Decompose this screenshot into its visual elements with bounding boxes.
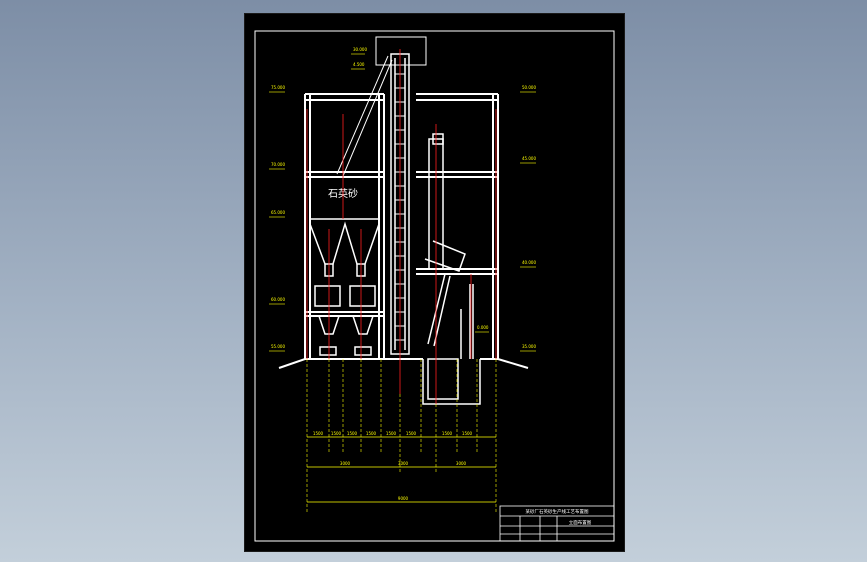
title-block xyxy=(499,505,615,542)
dim-seg-1: 1500 xyxy=(313,431,324,436)
dim-seg-4: 1500 xyxy=(366,431,377,436)
dim-span-3: 3000 xyxy=(456,461,467,466)
elev-right-4: 35.000 xyxy=(522,344,536,349)
dim-seg-5: 1500 xyxy=(386,431,397,436)
dimension-lines xyxy=(307,436,496,503)
dim-seg-2: 1500 xyxy=(331,431,342,436)
left-building-structure xyxy=(304,93,385,359)
elev-top-1: 30.000 xyxy=(353,47,367,52)
dim-span-2: 3000 xyxy=(398,461,409,466)
dim-total: 9000 xyxy=(398,496,409,501)
elev-left-1: 75.000 xyxy=(271,85,285,90)
dim-seg-3: 1500 xyxy=(347,431,358,436)
dim-seg-8: 1500 xyxy=(462,431,473,436)
silo-hoppers xyxy=(309,218,380,356)
drawing-sheet: 石英砂 xyxy=(244,13,625,552)
elevation-marks-left: 75.000 70.000 65.000 60.000 55.000 xyxy=(269,85,285,352)
elev-left-4: 60.000 xyxy=(271,297,285,302)
dim-span-1: 3000 xyxy=(340,461,351,466)
centerlines xyxy=(306,49,497,404)
ground-line xyxy=(278,358,529,369)
right-building-structure xyxy=(416,93,499,359)
elev-right-1: 50.000 xyxy=(522,85,536,90)
elev-top-2: 4.500 xyxy=(353,62,365,67)
elev-left-2: 70.000 xyxy=(271,162,285,167)
elev-right-2: 45.000 xyxy=(522,156,536,161)
drawing-frame xyxy=(254,30,615,542)
elevation-marks-inner: 30.000 4.500 0.000 xyxy=(351,47,489,333)
title-block-header: 某砂厂石英砂生产线工艺布置图 xyxy=(526,508,589,515)
dim-seg-6: 1500 xyxy=(406,431,417,436)
title-block-subtitle: 立面布置图 xyxy=(569,519,592,526)
dimension-segment-labels: 1500 1500 1500 1500 1500 1500 1500 1500 … xyxy=(313,431,473,501)
elevation-marks-right: 50.000 45.000 40.000 35.000 xyxy=(520,85,536,352)
dim-seg-7: 1500 xyxy=(442,431,453,436)
dimension-extension-lines xyxy=(306,359,497,514)
cad-elevation-drawing: 石英砂 xyxy=(254,30,615,542)
elev-left-3: 65.000 xyxy=(271,210,285,215)
elev-inner-1: 0.000 xyxy=(477,325,489,330)
elevator-head-housing xyxy=(375,36,427,66)
elev-left-5: 55.000 xyxy=(271,344,285,349)
elev-right-3: 40.000 xyxy=(522,260,536,265)
inclined-chute xyxy=(336,55,393,177)
